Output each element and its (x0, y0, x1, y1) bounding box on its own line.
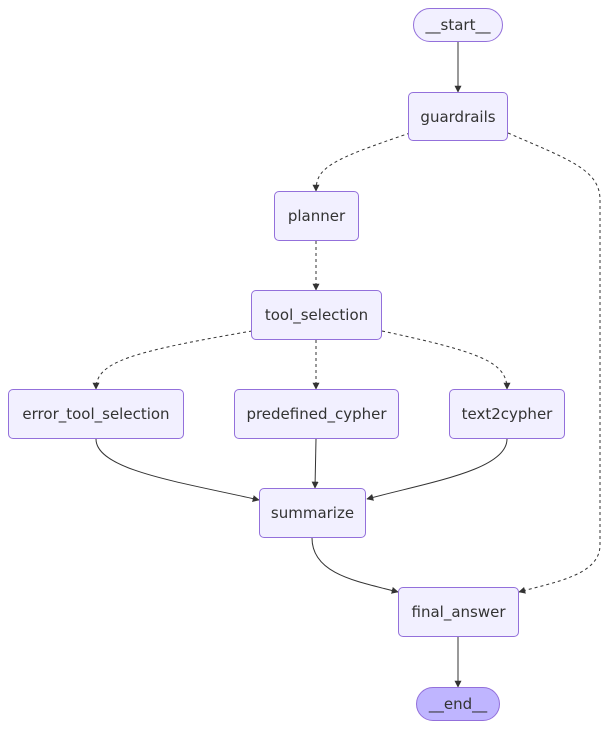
tool-selection-node: tool_selection (251, 290, 382, 340)
edge-tool-selection-text2cypher (381, 330, 511, 390)
guardrails-node: guardrails (408, 92, 508, 141)
edge-tool-selection-error-tool-selection (92, 330, 253, 390)
final-answer-node: final_answer (398, 587, 519, 637)
predefined-cypher-node: predefined_cypher (234, 389, 399, 439)
planner-node: planner (274, 191, 359, 241)
edge-text2cypher-summarize (366, 438, 508, 501)
text2cypher-node: text2cypher (449, 389, 565, 439)
edge-summarize-final-answer (311, 537, 399, 594)
edge-predefined-cypher-summarize (311, 438, 319, 489)
edge-error-tool-selection-summarize (95, 438, 260, 503)
summarize-node: summarize (259, 488, 366, 538)
start-node: __start__ (413, 8, 503, 42)
edge-guardrails-planner (312, 132, 411, 192)
error-tool-selection-node: error_tool_selection (8, 389, 184, 439)
end-node: __end__ (416, 687, 500, 721)
edge-guardrails-final-answer (507, 132, 601, 594)
